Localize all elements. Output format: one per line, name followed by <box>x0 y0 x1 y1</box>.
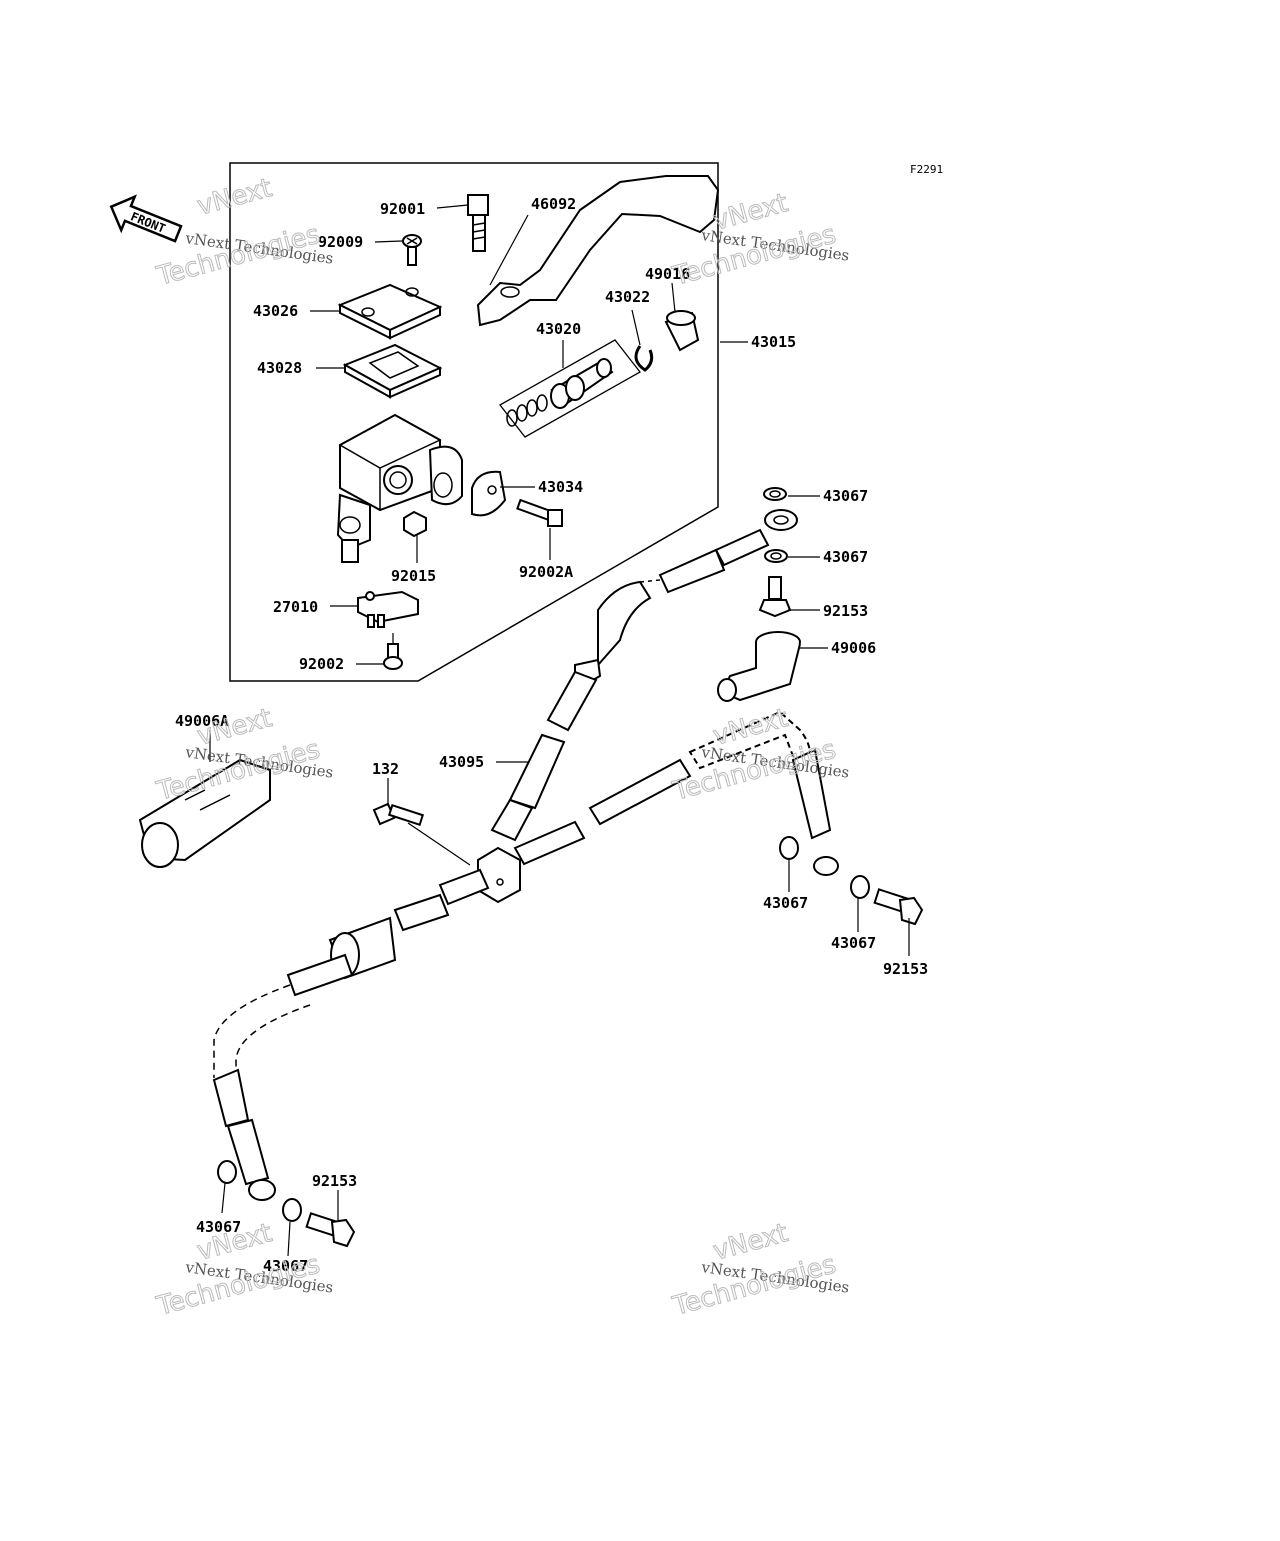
label-27010: 27010 <box>273 598 318 616</box>
label-92001: 92001 <box>380 200 425 218</box>
master-cylinder-body <box>336 413 463 563</box>
assembly-frame <box>229 162 719 682</box>
reservoir-cap-43026 <box>337 283 443 332</box>
bolt-132 <box>372 802 425 826</box>
screw-92009 <box>402 234 422 266</box>
leader-lines <box>209 204 910 1257</box>
watermark-top-left: vNext vNext Technologies Technologies <box>153 173 335 293</box>
diaphragm-43028 <box>342 343 443 392</box>
piston-kit-43020 <box>499 339 641 438</box>
washer-43067-e <box>217 1160 237 1184</box>
banjo-bolt-92153-c <box>305 1212 356 1248</box>
watermark-line1: vNext <box>194 173 275 222</box>
switch-27010 <box>357 590 419 628</box>
washer-43067-d <box>850 875 870 899</box>
nut-92015 <box>403 510 427 538</box>
label-43067-b: 43067 <box>823 548 868 566</box>
bolt-92002A <box>516 498 563 527</box>
watermark-bottom-right: vNext vNext Technologies Technologies <box>669 1218 851 1323</box>
washer-43067-a <box>763 487 787 501</box>
label-43067-c: 43067 <box>763 894 808 912</box>
washer-43067-c <box>779 836 799 860</box>
label-92153-a: 92153 <box>823 602 868 620</box>
label-43015: 43015 <box>751 333 796 351</box>
label-92015: 92015 <box>391 567 436 585</box>
label-43020: 43020 <box>536 320 581 338</box>
label-43067-d: 43067 <box>831 934 876 952</box>
circlip-43022 <box>634 345 654 372</box>
label-92153-b: 92153 <box>883 960 928 978</box>
pivot-bolt-92001 <box>467 194 489 252</box>
cover-49006A <box>138 758 271 868</box>
label-43028: 43028 <box>257 359 302 377</box>
label-92153-c: 92153 <box>312 1172 357 1190</box>
label-43034: 43034 <box>538 478 583 496</box>
front-arrow-icon: FRONT <box>109 194 183 243</box>
washer-43067-b <box>764 549 788 563</box>
watermark-line1: vNext <box>194 703 275 752</box>
watermark-line1: vNext <box>710 1218 791 1267</box>
banjo-bolt-92153-b <box>873 888 924 926</box>
label-43095: 43095 <box>439 753 484 771</box>
label-92002: 92002 <box>299 655 344 673</box>
banjo-bolt-92153-a <box>758 576 792 618</box>
figure-code: F2291 <box>910 163 943 176</box>
clamp-43034 <box>471 470 507 517</box>
watermark-bottom-left: vNext vNext Technologies Technologies <box>153 1218 335 1323</box>
screw-92002 <box>383 643 403 670</box>
label-49006: 49006 <box>831 639 876 657</box>
label-49016: 49016 <box>645 265 690 283</box>
label-132: 132 <box>372 760 399 778</box>
boot-49016 <box>664 310 700 352</box>
label-43026: 43026 <box>253 302 298 320</box>
cover-49006 <box>717 631 801 702</box>
label-49006A: 49006A <box>175 712 229 730</box>
brake-hose-43095 <box>212 528 839 1201</box>
label-92009: 92009 <box>318 233 363 251</box>
label-43067-f: 43067 <box>263 1257 308 1275</box>
banjo-fitting-upper <box>764 509 798 531</box>
label-43067-e: 43067 <box>196 1218 241 1236</box>
label-43067-a: 43067 <box>823 487 868 505</box>
label-46092: 46092 <box>531 195 576 213</box>
washer-43067-f <box>282 1198 302 1222</box>
label-92002A: 92002A <box>519 563 573 581</box>
brake-lever-46092 <box>476 175 720 327</box>
label-43022: 43022 <box>605 288 650 306</box>
